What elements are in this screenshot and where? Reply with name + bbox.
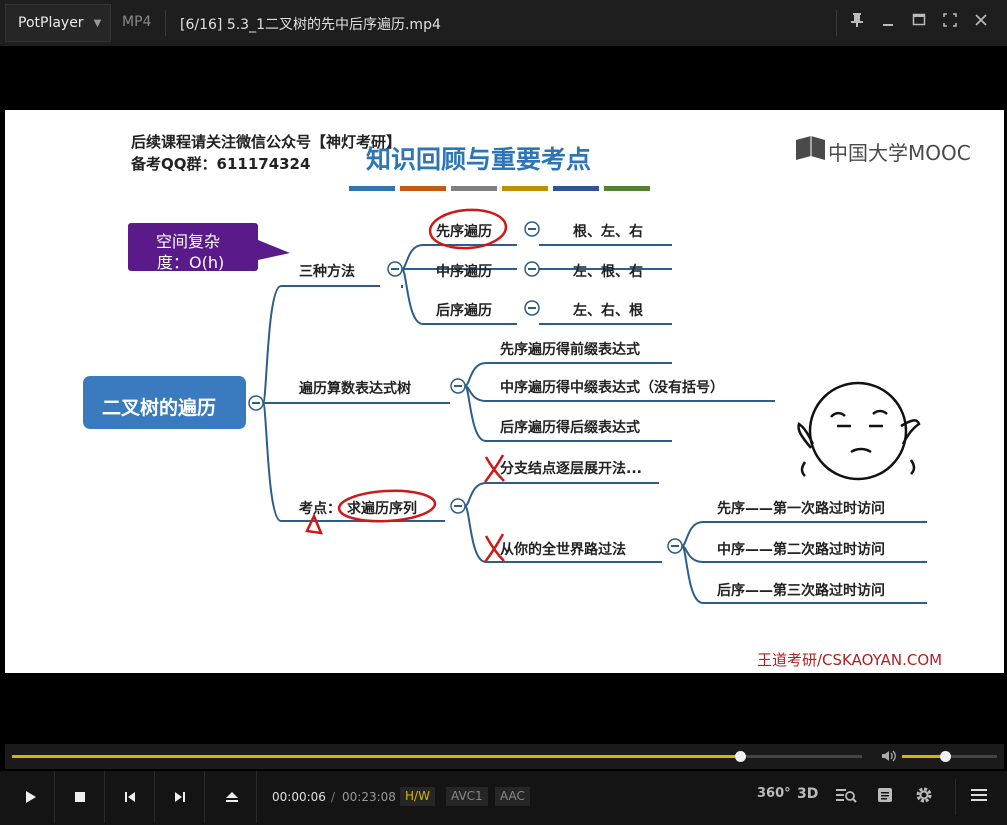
seek-bar-area [5,744,1004,769]
divider [836,10,837,36]
divider [955,779,956,815]
format-label: MP4 [122,14,152,30]
callout-line-1: 空间复杂 [156,232,221,251]
skip-back-icon [124,792,135,802]
maximize-icon[interactable] [910,12,928,32]
title-color-bar [349,186,395,191]
expr-item: 后序遍历得后缀表达式 [500,420,640,436]
title-color-bar [553,186,599,191]
exam-item: 从你的全世界路过法 [500,542,626,558]
visit-item: 中序——第二次路过时访问 [717,542,885,558]
time-separator: / [331,790,336,804]
branch-exam-term: 求遍历序列 [347,501,417,517]
title-bar: PotPlayer ▼ MP4 [6/16] 5.3_1二叉树的先中后序遍历.m… [0,0,1007,46]
chevron-down-icon: ▼ [93,17,102,29]
exam-item: 分支结点逐层展开法... [500,461,642,477]
callout-line-2: 度：O(h) [157,253,225,272]
360-icon[interactable]: 360° [757,786,791,801]
root-node: 二叉树的遍历 [102,397,217,419]
window-title: [6/16] 5.3_1二叉树的先中后序遍历.mp4 [180,17,441,33]
meme-face [797,381,921,481]
next-button[interactable] [155,771,205,823]
eject-icon [225,792,238,802]
branch-expression: 遍历算数表达式树 [299,381,411,397]
seek-handle[interactable] [734,751,746,762]
divider [165,10,166,36]
video-codec-badge[interactable]: AVC1 [446,787,488,806]
promo-line-2: 备考QQ群：611174324 [131,155,311,173]
subtitle-icon[interactable] [876,786,894,808]
slide-title: 知识回顾与重要考点 [366,145,592,174]
volume-handle[interactable] [939,751,951,762]
promo-line-1: 后续课程请关注微信公众号【神灯考研】 [131,133,402,151]
playlist-search-icon[interactable] [835,786,857,808]
3d-icon[interactable]: 3D [797,786,819,802]
control-bar: 00:00:06 / 00:23:08 H/W AVC1 AAC 360° 3D [0,771,1007,825]
skip-forward-icon [174,792,185,802]
menu-icon[interactable] [970,786,988,808]
method-order: 左、右、根 [573,303,643,319]
app-name: PotPlayer [18,15,84,31]
branch-methods: 三种方法 [299,264,355,280]
stop-button[interactable] [55,771,105,823]
seek-progress [12,755,740,758]
mooc-logo: 中国大学MOOC [828,141,971,165]
branch-exam-prefix: 考点： [299,501,341,517]
volume-icon[interactable] [881,749,897,767]
method-name: 先序遍历 [436,224,492,240]
stop-icon [74,792,85,802]
hw-decoder-badge[interactable]: H/W [400,787,435,806]
pin-icon[interactable] [848,12,866,32]
app-menu-button[interactable]: PotPlayer ▼ [5,4,111,42]
expr-item: 中序遍历得中缀表达式（没有括号） [500,380,724,396]
video-frame[interactable]: 后续课程请关注微信公众号【神灯考研】 备考QQ群：611174324 知识回顾与… [5,110,1004,673]
volume-level [902,755,945,758]
play-icon [25,791,36,803]
play-button[interactable] [5,771,55,823]
gear-icon[interactable] [915,786,933,808]
title-color-bar [451,186,497,191]
title-color-bar [502,186,548,191]
method-order: 左、根、右 [573,264,643,280]
method-name: 中序遍历 [436,264,492,280]
previous-button[interactable] [105,771,155,823]
total-time: 00:23:08 [342,790,396,804]
mindmap-lines [83,136,927,604]
audio-codec-badge[interactable]: AAC [495,787,530,806]
minimize-icon[interactable] [879,12,897,32]
title-color-bar [604,186,650,191]
fullscreen-icon[interactable] [941,12,959,32]
expr-item: 先序遍历得前缀表达式 [500,342,640,358]
method-name: 后序遍历 [436,303,492,319]
title-color-bar [400,186,446,191]
visit-item: 先序——第一次路过时访问 [717,501,885,517]
visit-item: 后序——第三次路过时访问 [717,583,885,599]
method-order: 根、左、右 [573,224,643,240]
seek-bar[interactable] [12,755,862,758]
open-button[interactable] [207,771,257,823]
close-icon[interactable] [972,12,990,32]
watermark: 王道考研/CSKAOYAN.COM [757,651,943,669]
current-time: 00:00:06 [272,790,326,804]
